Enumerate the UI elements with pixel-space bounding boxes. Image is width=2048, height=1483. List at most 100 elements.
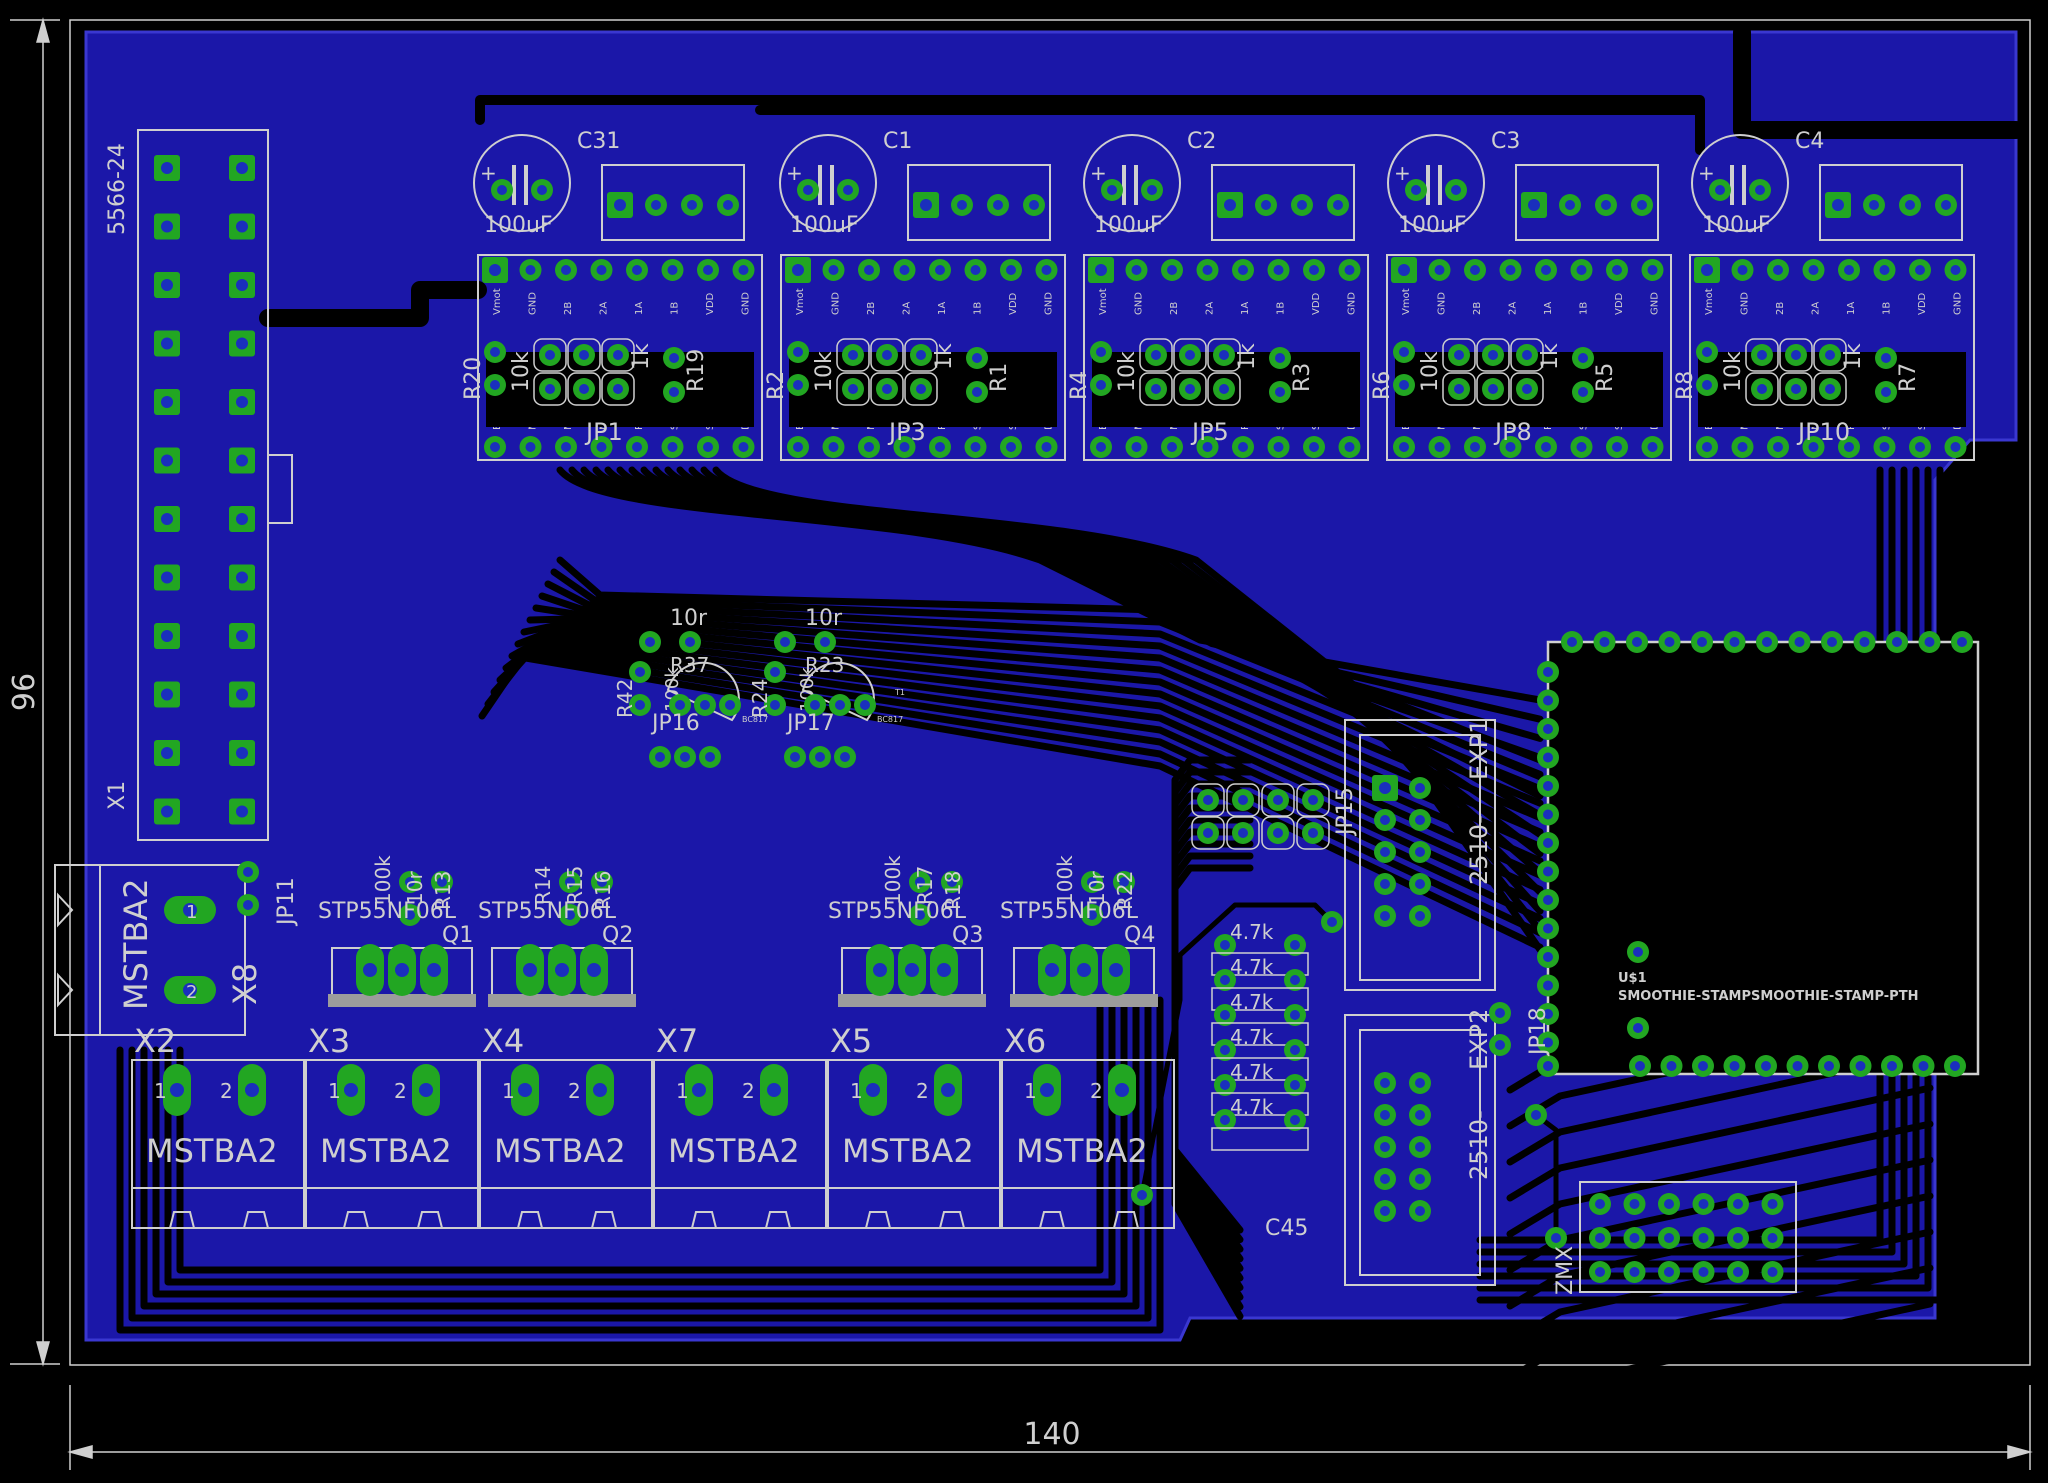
exp-pad	[1374, 841, 1396, 863]
stamp-pad-left	[1537, 661, 1559, 683]
stamp-pad-left	[1537, 746, 1559, 769]
driver-pin-bottom	[1428, 436, 1451, 458]
jumper-outline	[567, 372, 601, 406]
driver-pin-bottom	[1232, 436, 1254, 458]
height-dimension-label: 96	[7, 673, 42, 711]
capacitor-polarity: +	[480, 161, 497, 185]
driver-pin-top	[1267, 259, 1290, 281]
x1-name-label: X1	[105, 781, 130, 810]
driver-pin-bottom	[1267, 436, 1290, 458]
stamp-ref-label: U$1	[1618, 971, 1647, 986]
driver-pin-bottom	[661, 436, 684, 458]
mosfet-part: STP55NF06L	[478, 899, 617, 924]
stamp-pad-top	[1756, 631, 1778, 653]
jumper-outline	[1173, 372, 1207, 406]
jumper-pad	[809, 746, 831, 768]
terminal-notch	[417, 1211, 443, 1229]
driver-pin-top	[858, 259, 880, 281]
x1-pad-left	[154, 623, 180, 649]
terminal-pin2-label: 2	[742, 1079, 755, 1103]
terminal-notch	[243, 1211, 269, 1229]
zmx-pad	[1589, 1227, 1611, 1249]
resistor-label-c: R18	[941, 871, 965, 910]
zmx-pad	[1727, 1193, 1749, 1215]
driver-pin-bottom	[858, 436, 880, 458]
driver-pin-bottom	[1909, 436, 1931, 458]
x1-pad-right	[229, 564, 255, 591]
exp1-name-label: EXP1	[1465, 719, 1493, 780]
driver-pin-top	[661, 259, 684, 281]
terminal-pin1-label: 1	[1024, 1079, 1037, 1103]
capacitor-pad	[837, 179, 859, 201]
driver-pin-bottom	[1000, 436, 1022, 458]
transistor-pad	[719, 694, 741, 716]
stamp-pad-bottom	[1849, 1055, 1872, 1077]
resistor-label-b: 10r	[1085, 871, 1109, 905]
resistor-pad	[484, 341, 506, 363]
x1-pad-right	[229, 272, 255, 298]
therm-resistor-value: 4.7k	[1230, 990, 1274, 1014]
driver-pin-bottom	[1731, 436, 1754, 458]
terminal-pin-1	[1033, 1064, 1061, 1116]
driver-pin-top	[555, 259, 577, 281]
dimension-lines	[10, 17, 2033, 1470]
jumper-outline	[1510, 338, 1544, 372]
driver-pin-top	[697, 259, 719, 281]
resistor-pad	[966, 381, 988, 403]
resistor-sleep-name: R5	[1593, 363, 1618, 392]
resistor-label-b: R15	[563, 866, 587, 905]
driver-pin-top	[1909, 259, 1931, 281]
motor-connector-outline	[907, 164, 1051, 241]
stamp-pad-left	[1537, 718, 1559, 740]
mosfet-tab	[1010, 994, 1158, 1007]
jumper-pad	[1448, 378, 1470, 400]
motor-connector-pad	[951, 194, 973, 216]
driver-jumper-name: JP10	[1796, 418, 1850, 446]
jumper-pad	[674, 746, 696, 768]
driver-outline	[1689, 254, 1975, 461]
therm-header-pad	[1232, 822, 1254, 844]
stamp-pad-top	[1951, 631, 1973, 653]
driver-pin-top	[1088, 257, 1114, 283]
motor-connector-pad	[717, 194, 739, 216]
driver-pin-label-top: GND	[741, 292, 752, 315]
capacitor-pad	[1749, 179, 1771, 201]
resistor-pad	[787, 341, 809, 363]
jumper-pad	[573, 344, 595, 366]
mosfet-pin	[580, 944, 608, 996]
stamp-pad-top	[1723, 631, 1746, 653]
mosfet-name: Q3	[952, 923, 983, 948]
resistor-label-c: R22	[1113, 871, 1137, 910]
jumper-outline	[1476, 372, 1510, 406]
capacitor-pad	[531, 179, 553, 201]
x1-pad-right	[229, 681, 255, 708]
resistor-label-c: R13	[431, 871, 455, 910]
stamp-pad-bottom	[1723, 1055, 1746, 1077]
capacitor-polarity: +	[786, 161, 803, 185]
driver-pin-bottom	[1696, 436, 1718, 458]
resistor-pull-name: R2	[764, 371, 789, 400]
resistor-name: R24	[748, 679, 772, 718]
stamp-pad-left	[1537, 803, 1559, 826]
jumper-pad	[1785, 344, 1807, 366]
mosfet-part: STP55NF06L	[828, 899, 967, 924]
stamp-pad-left	[1537, 889, 1559, 911]
capacitor-name: C3	[1491, 129, 1520, 154]
terminal-pin2-label: 2	[394, 1079, 407, 1103]
terminal-outline	[653, 1059, 827, 1229]
driver-pin-top	[1802, 259, 1825, 281]
transistor-pad	[854, 694, 876, 716]
driver-pin-top	[1767, 259, 1789, 281]
therm-header-outline	[1261, 783, 1295, 817]
resistor-pad	[663, 347, 685, 369]
exp-pad	[1409, 809, 1431, 831]
mosfet-pin	[866, 944, 894, 996]
exp2-part-label: 2510-	[1465, 1110, 1493, 1180]
x1-pad-left	[154, 213, 180, 240]
zmx-pad	[1589, 1261, 1611, 1283]
stamp-pad-bottom	[1629, 1055, 1651, 1077]
